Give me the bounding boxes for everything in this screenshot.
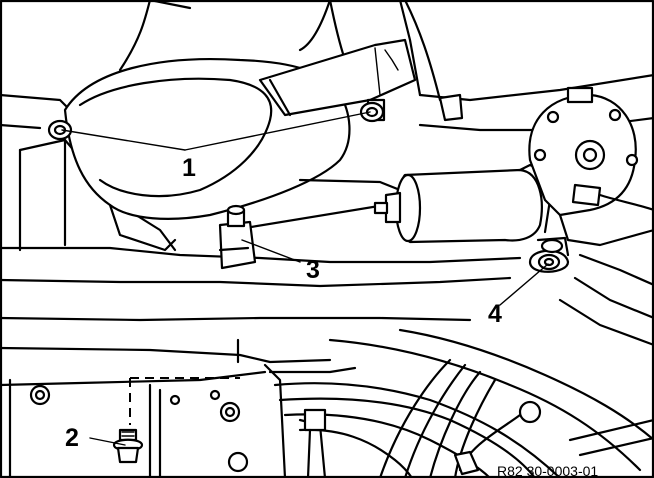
leader-3 [241, 239, 301, 263]
leader-2 [89, 437, 126, 446]
leader-1a [61, 129, 186, 151]
hose-clip [438, 93, 464, 122]
hidden-line [129, 338, 240, 425]
nut-4 [528, 236, 570, 273]
callout-1: 1 [182, 154, 196, 182]
callout-2: 2 [65, 424, 79, 452]
callout-4: 4 [488, 300, 502, 328]
callout-3: 3 [306, 256, 320, 284]
leader-lines [61, 111, 549, 446]
reference-code: R82 30-0003-01 [497, 463, 598, 478]
nut-1-right [359, 101, 385, 123]
wiper-motor [373, 163, 552, 244]
leader-1b [184, 111, 371, 151]
rubber-mount-3 [218, 204, 257, 270]
screw-2 [112, 428, 144, 464]
leader-4 [499, 263, 549, 306]
linkage-rod [243, 178, 402, 230]
engine-bay-lower [8, 328, 654, 478]
nut-1-left [47, 119, 73, 141]
motor-gearbox [528, 86, 654, 247]
